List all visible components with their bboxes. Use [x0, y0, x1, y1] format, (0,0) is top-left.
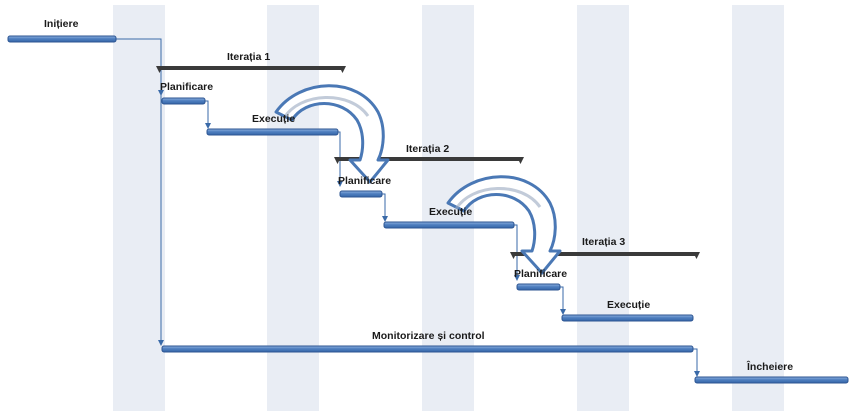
curved-loop-arrow-icon	[446, 175, 562, 275]
dependency-connectors	[116, 38, 700, 377]
weekend-column	[732, 5, 784, 411]
connector-planificare1-executie1	[205, 100, 211, 129]
summary-bar-iteratia-2[interactable]	[334, 157, 524, 164]
curved-loop-arrow-icon	[274, 84, 390, 184]
label-monitorizare: Monitorizare și control	[372, 330, 485, 342]
label-executie-3: Execuție	[607, 299, 650, 311]
label-iteratia-1: Iterația 1	[227, 51, 270, 63]
summary-bars	[156, 66, 700, 259]
connector-planificare2-executie2	[382, 193, 388, 222]
label-incheiere: Încheiere	[746, 360, 793, 373]
task-bar-executie-3[interactable]	[561, 314, 694, 322]
task-labels: Inițiere Iterația 1 Planificare Execuție…	[44, 18, 793, 373]
task-bars	[7, 35, 849, 384]
task-bar-planificare-1[interactable]	[161, 97, 206, 105]
task-bar-executie-2[interactable]	[383, 221, 515, 229]
connector-planificare3-executie3	[560, 286, 566, 315]
connector-monitorizare-incheiere	[693, 348, 700, 377]
timeline-shading	[113, 5, 784, 411]
connector-executie2-planificare3	[514, 224, 520, 281]
task-bar-planificare-3[interactable]	[516, 283, 561, 291]
label-iteratia-2: Iterația 2	[406, 143, 449, 155]
task-bar-initiere[interactable]	[7, 35, 117, 43]
task-bar-monitorizare[interactable]	[161, 345, 694, 353]
label-planificare-3: Planificare	[514, 268, 567, 280]
task-bar-planificare-2[interactable]	[339, 190, 383, 198]
weekend-column	[113, 5, 165, 411]
label-executie-2: Execuție	[429, 206, 472, 218]
summary-bar-iteratia-3[interactable]	[510, 252, 700, 259]
task-bar-incheiere[interactable]	[694, 376, 849, 384]
task-bar-executie-1[interactable]	[206, 128, 339, 136]
weekend-column	[577, 5, 629, 411]
label-planificare-1: Planificare	[160, 81, 213, 93]
label-iteratia-3: Iterația 3	[582, 236, 625, 248]
label-planificare-2: Planificare	[338, 175, 391, 187]
connector-initiere-planificare	[116, 38, 164, 96]
summary-bar-iteratia-1[interactable]	[156, 66, 346, 73]
label-executie-1: Execuție	[252, 113, 295, 125]
connector-executie1-planificare2	[337, 131, 343, 187]
label-initiere: Inițiere	[44, 18, 79, 30]
cycle-arrows	[274, 84, 562, 275]
weekend-column	[267, 5, 319, 411]
